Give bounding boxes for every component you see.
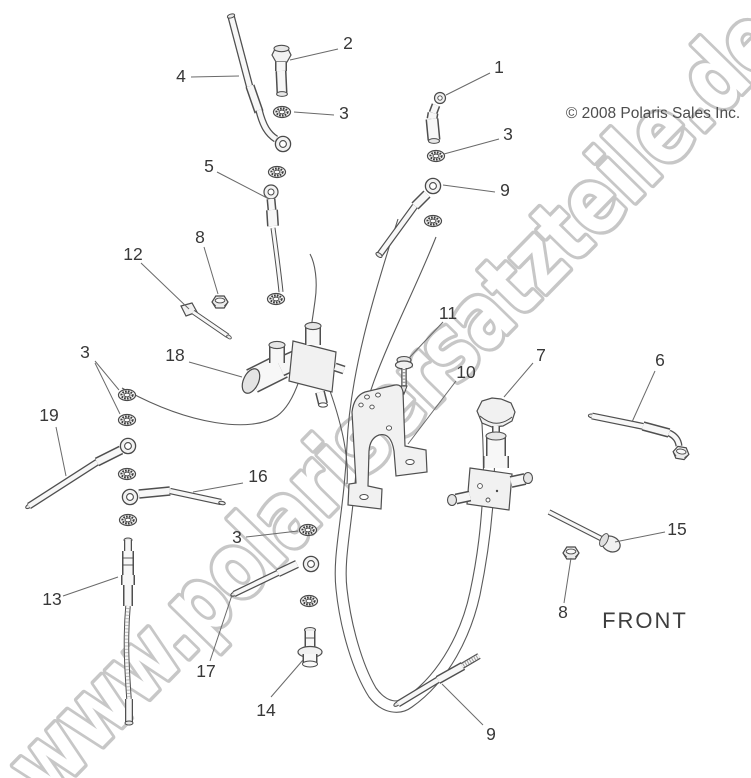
part13-hose [121,537,135,726]
callout-9-top: 9 [500,180,510,200]
part4-brake-hose [226,13,292,153]
callout-3-right: 3 [503,124,513,144]
crush-washer [117,467,137,481]
part8-nut-lower [562,546,580,560]
callout-8-lower: 8 [558,602,568,622]
callout-8-upper: 8 [195,227,205,247]
part8-nut-upper [211,295,229,309]
crush-washer [298,523,318,537]
callout-5: 5 [204,156,214,176]
callout-2: 2 [343,33,353,53]
crush-washer [117,388,137,402]
part5-fitting [263,184,284,293]
part15-bolt [547,509,621,553]
crush-washer [267,165,287,179]
part12-bolt [180,302,232,340]
callout-14: 14 [256,700,276,720]
part11-screw [394,355,414,396]
callout-13: 13 [42,589,61,609]
callout-leader-lines [55,48,666,726]
part16-hose [121,486,226,506]
callout-7: 7 [536,345,546,365]
part2-banjo-bolt [271,44,292,97]
callout-1: 1 [494,57,504,77]
part10-bracket [347,384,428,510]
diagram-line-art [25,13,691,726]
part9-hose-upper-end [375,177,442,258]
callout-numbers: 1 2 3 3 9 4 5 8 12 11 18 3 10 7 6 19 16 … [39,33,686,744]
callout-6: 6 [655,350,665,370]
callout-11: 11 [439,303,457,323]
crush-washer [266,292,286,306]
banjo-fitting [274,135,292,153]
callout-19: 19 [39,405,58,425]
callout-16: 16 [248,466,267,486]
callout-3-bottom: 3 [232,527,242,547]
callout-9-bottom: 9 [486,724,496,744]
part18-master-cylinder [241,321,346,408]
brake-pipe-lines [121,253,348,485]
crush-washer [272,105,292,119]
crush-washer [117,413,137,427]
crush-washer [423,214,443,228]
part7-valve-assembly [446,397,534,511]
callout-15: 15 [667,519,686,539]
callout-12: 12 [123,244,142,264]
callout-3-top: 3 [339,103,349,123]
callout-18: 18 [165,345,184,365]
crush-washer [299,594,319,608]
callout-10: 10 [456,362,476,382]
callout-17: 17 [196,661,215,681]
callout-4: 4 [176,66,186,86]
crush-washer [118,513,138,527]
callout-3-left: 3 [80,342,90,362]
part14-banjo-bolt [297,626,323,668]
front-orientation-label: FRONT [602,608,688,633]
copyright-notice: © 2008 Polaris Sales Inc. [566,105,740,122]
part9-hose-lower-end [393,653,481,707]
part17-hose [230,555,320,597]
crush-washer [426,149,446,163]
part1-valve-fitting [425,91,447,144]
part19-hose [25,437,137,510]
part6-hose [587,412,691,461]
